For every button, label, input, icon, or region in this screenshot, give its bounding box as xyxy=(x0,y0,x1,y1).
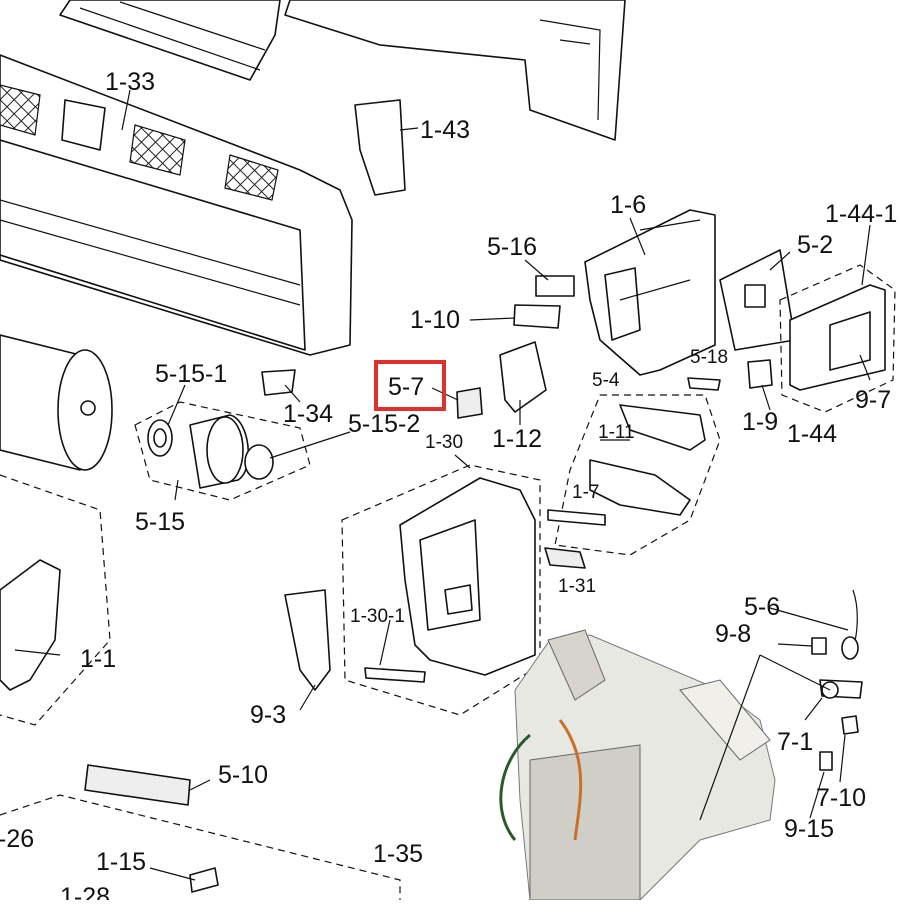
top-louver-part xyxy=(59,0,281,81)
part-1-30-1 xyxy=(364,667,426,683)
label-1-43: 1-43 xyxy=(420,116,470,144)
label-5-15: 5-15 xyxy=(135,508,185,536)
label-7-1: 7-1 xyxy=(777,728,813,756)
highlight-box xyxy=(374,360,446,411)
label-1-35: 1-35 xyxy=(373,840,423,868)
label-26: -26 xyxy=(0,825,34,853)
electric-box-part xyxy=(789,284,886,391)
label-9-7: 9-7 xyxy=(855,386,891,414)
label-1-11: 1-11 xyxy=(598,422,635,443)
label-7-10: 7-10 xyxy=(816,784,866,812)
part-1-9 xyxy=(747,359,773,389)
label-5-7: 5-7 xyxy=(388,373,424,401)
part-1-12 xyxy=(499,341,547,413)
part-1-1 xyxy=(0,559,61,691)
mounting-plate-part xyxy=(284,0,626,141)
pcb-component xyxy=(744,284,766,308)
label-9-8: 9-8 xyxy=(715,620,751,648)
leader-lines xyxy=(14,89,871,881)
label-1-12: 1-12 xyxy=(492,425,542,453)
fan-motor-part xyxy=(147,414,274,489)
part-1-15 xyxy=(189,867,219,893)
motor-group-outline xyxy=(134,401,311,501)
display-unit-outline xyxy=(554,394,721,556)
display-unit-part xyxy=(547,404,706,526)
label-5-18: 5-18 xyxy=(690,347,728,368)
part-labels: 1-33 1-43 1-6 1-44-1 5-16 5-2 1-10 5-18 … xyxy=(0,68,897,905)
part-5-18 xyxy=(687,377,721,391)
part-1-43 xyxy=(354,99,406,196)
drain-pan-part xyxy=(399,477,536,676)
label-1-30-1: 1-30-1 xyxy=(350,606,405,627)
front-panel-part xyxy=(0,54,353,356)
label-1-44: 1-44 xyxy=(787,420,837,448)
part-9-3 xyxy=(284,589,331,691)
label-1-7: 1-7 xyxy=(572,482,599,503)
label-1-44-1: 1-44-1 xyxy=(825,200,897,228)
electric-box-outline xyxy=(779,264,896,413)
part-5-7 xyxy=(456,387,483,419)
label-5-15-2: 5-15-2 xyxy=(348,410,420,438)
part-1-10 xyxy=(513,304,561,329)
part-1-31 xyxy=(544,547,586,569)
label-5-15-1: 5-15-1 xyxy=(155,360,227,388)
label-1-31: 1-31 xyxy=(558,576,596,597)
label-5-2: 5-2 xyxy=(797,231,833,259)
label-5-6: 5-6 xyxy=(744,593,780,621)
label-5-10: 5-10 xyxy=(218,761,268,789)
left-bracket-outline xyxy=(0,474,111,726)
control-box-part xyxy=(584,209,716,376)
label-1-34: 1-34 xyxy=(283,400,333,428)
label-5-16: 5-16 xyxy=(487,233,537,261)
lower-assembly-outline xyxy=(0,794,401,900)
photo-inset xyxy=(499,629,776,901)
label-9-15: 9-15 xyxy=(784,815,834,843)
part-5-10 xyxy=(84,764,191,806)
label-1-10: 1-10 xyxy=(410,306,460,334)
label-1-28: 1-28 xyxy=(60,883,110,900)
label-1-6: 1-6 xyxy=(610,191,646,219)
crossflow-fan-part xyxy=(0,334,113,471)
sensor-wire-part xyxy=(811,589,863,771)
label-1-9: 1-9 xyxy=(742,408,778,436)
label-1-1: 1-1 xyxy=(80,645,116,673)
label-5-4: 5-4 xyxy=(592,370,620,391)
part-5-16 xyxy=(535,275,575,297)
label-1-33: 1-33 xyxy=(105,68,155,96)
part-1-34 xyxy=(261,369,296,396)
label-1-15: 1-15 xyxy=(96,848,146,876)
label-9-3: 9-3 xyxy=(250,701,286,729)
label-1-30: 1-30 xyxy=(425,432,463,453)
